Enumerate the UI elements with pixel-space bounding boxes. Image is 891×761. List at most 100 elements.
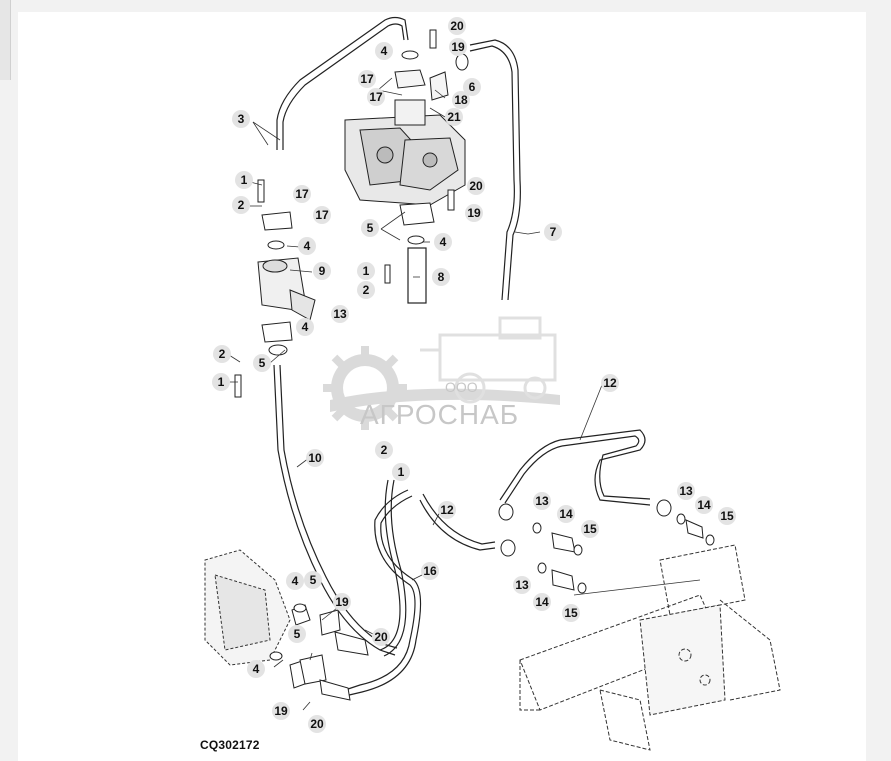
callout-c5a: 5 xyxy=(361,219,379,237)
callout-badge xyxy=(313,262,331,280)
components xyxy=(204,29,781,751)
callout-badge xyxy=(357,262,375,280)
callout-number: 4 xyxy=(253,662,260,676)
callout-c20b: 20 xyxy=(467,177,485,195)
callout-badge xyxy=(298,237,316,255)
callout-number: 2 xyxy=(219,347,226,361)
callout-number: 4 xyxy=(440,235,447,249)
hoses xyxy=(273,16,651,697)
callout-c15c: 15 xyxy=(718,507,736,525)
callout-badge xyxy=(463,78,481,96)
callout-number: 1 xyxy=(398,465,405,479)
callout-badge xyxy=(272,702,290,720)
fittings-right xyxy=(498,499,715,594)
callout-c6a: 6 xyxy=(463,78,481,96)
callout-c4c: 4 xyxy=(434,233,452,251)
callout-c9: 9 xyxy=(313,262,331,280)
callout-number: 17 xyxy=(295,187,309,201)
callout-badge xyxy=(333,593,351,611)
callout-c2b: 2 xyxy=(357,281,375,299)
callout-badge xyxy=(304,571,322,589)
callout-number: 17 xyxy=(369,90,383,104)
callout-badge xyxy=(434,233,452,251)
callout-number: 5 xyxy=(310,573,317,587)
callout-badge xyxy=(247,660,265,678)
callout-badge xyxy=(513,576,531,594)
callout-c17d: 17 xyxy=(313,206,331,224)
callout-number: 6 xyxy=(469,80,476,94)
callout-c10: 10 xyxy=(306,449,324,467)
watermark-prefix: ООО xyxy=(445,379,478,395)
callout-badge xyxy=(467,177,485,195)
callout-c19a: 19 xyxy=(449,38,467,56)
callout-number: 20 xyxy=(374,630,388,644)
callout-c12b: 12 xyxy=(438,501,456,519)
callout-badge xyxy=(306,449,324,467)
callout-number: 4 xyxy=(292,574,299,588)
callout-number: 17 xyxy=(360,72,374,86)
callout-c1b: 1 xyxy=(357,262,375,280)
callout-number: 15 xyxy=(564,606,578,620)
callout-badge xyxy=(601,374,619,392)
callout-badge xyxy=(562,604,580,622)
callout-number: 1 xyxy=(218,375,225,389)
callout-number: 13 xyxy=(535,494,549,508)
callout-c4d: 4 xyxy=(296,318,314,336)
callout-number: 12 xyxy=(603,376,617,390)
callout-number: 13 xyxy=(333,307,347,321)
window-edge xyxy=(0,0,11,80)
callout-number: 5 xyxy=(367,221,374,235)
callout-badge xyxy=(357,281,375,299)
callout-badge xyxy=(286,572,304,590)
callout-number: 20 xyxy=(450,19,464,33)
callout-number: 7 xyxy=(550,225,557,239)
callout-badge xyxy=(308,715,326,733)
callout-c19d: 19 xyxy=(272,702,290,720)
callout-c5d: 5 xyxy=(288,625,306,643)
callout-c13d: 13 xyxy=(677,482,695,500)
callout-number: 13 xyxy=(515,578,529,592)
callout-c13c: 13 xyxy=(513,576,531,594)
watermark: ООО АГРОСНАБ xyxy=(323,316,560,430)
callout-number: 2 xyxy=(381,443,388,457)
callout-badge xyxy=(331,305,349,323)
callout-badge xyxy=(212,373,230,391)
callout-badge xyxy=(235,171,253,189)
callout-c1a: 1 xyxy=(235,171,253,189)
callout-number: 3 xyxy=(238,112,245,126)
callout-number: 14 xyxy=(697,498,711,512)
callout-number: 5 xyxy=(294,627,301,641)
callout-badge xyxy=(533,593,551,611)
callout-badge xyxy=(313,206,331,224)
callout-number: 14 xyxy=(559,507,573,521)
callout-badge xyxy=(581,520,599,538)
callout-c13a: 13 xyxy=(331,305,349,323)
callout-number: 8 xyxy=(438,270,445,284)
callout-badge xyxy=(293,185,311,203)
callout-badge xyxy=(557,505,575,523)
callout-number: 18 xyxy=(454,93,468,107)
callout-badge xyxy=(232,110,250,128)
callout-c17b: 17 xyxy=(367,88,385,106)
callout-c4b: 4 xyxy=(298,237,316,255)
callout-number: 5 xyxy=(259,356,266,370)
callout-c14c: 14 xyxy=(695,496,713,514)
callout-number: 16 xyxy=(423,564,437,578)
watermark-harvester-icon xyxy=(420,316,557,404)
callout-c19b: 19 xyxy=(465,204,483,222)
callout-c14b: 14 xyxy=(533,593,551,611)
callout-number: 9 xyxy=(319,264,326,278)
callout-c17a: 17 xyxy=(358,70,376,88)
callout-c4e: 4 xyxy=(286,572,304,590)
callout-c8: 8 xyxy=(432,268,450,286)
callout-c2c: 2 xyxy=(213,345,231,363)
callout-c2d: 2 xyxy=(375,441,393,459)
callout-c5c: 5 xyxy=(304,571,322,589)
callout-number: 20 xyxy=(469,179,483,193)
callout-c4f: 4 xyxy=(247,660,265,678)
callout-number: 20 xyxy=(310,717,324,731)
callout-badge xyxy=(449,38,467,56)
callout-badge xyxy=(465,204,483,222)
callout-badge xyxy=(296,318,314,336)
callout-c20a: 20 xyxy=(448,17,466,35)
